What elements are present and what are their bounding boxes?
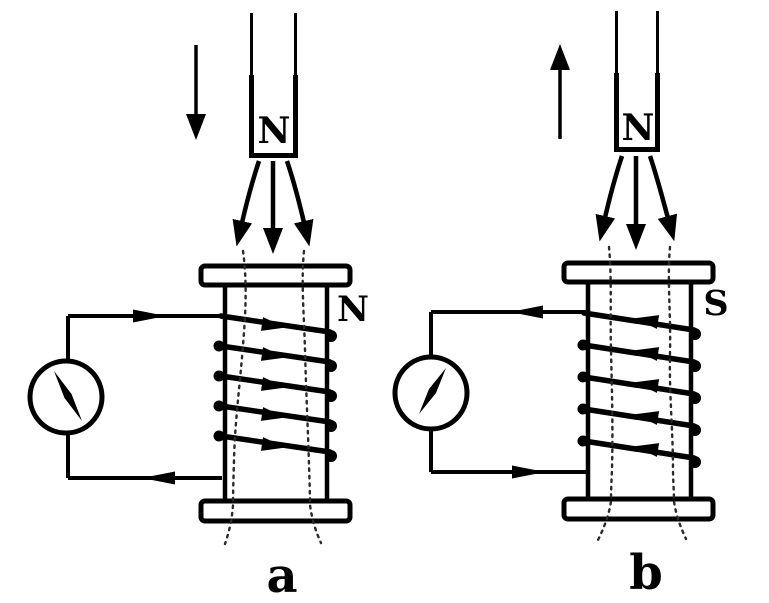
coil-a: N: [198, 263, 369, 524]
magnet-pole-label-b: N: [622, 107, 655, 149]
current-arrow-left-icon: [142, 471, 175, 485]
pole-field-arrows-b: [595, 155, 678, 250]
field-arrow-left-icon: [232, 160, 262, 247]
coil-wire-wraps-a: [213, 330, 337, 462]
galvanometer-needle-b: [419, 368, 446, 414]
galvanometer-needle-a: [54, 371, 82, 421]
bar-magnet-a: N: [249, 13, 298, 158]
current-arrow-right-icon: [512, 465, 545, 479]
bar-magnet-b: N: [614, 11, 660, 152]
field-arrow-right-icon: [284, 160, 314, 247]
diagram-b: S N b: [392, 11, 729, 601]
pole-field-arrows-a: [232, 160, 314, 254]
flux-lines-a: [223, 249, 323, 546]
coil-b: S: [561, 260, 729, 522]
magnet-pole-label-a: N: [258, 110, 291, 152]
caption-b: b: [629, 545, 663, 601]
galvanometer-a: [27, 316, 105, 478]
circuit-wires-b: [431, 305, 588, 479]
coil-turns-b: [581, 310, 697, 461]
flux-lines-b: [595, 245, 688, 544]
coil-pole-label-b: S: [703, 283, 728, 324]
coil-bottom-flange-b: [561, 496, 716, 522]
diagram-a: N N a: [27, 13, 369, 603]
coil-turn-current-arrows-a: [260, 317, 286, 451]
current-arrow-left-icon: [510, 305, 543, 319]
coil-wire-wraps-b: [577, 328, 701, 468]
field-arrow-right-icon: [647, 155, 678, 242]
coil-top-flange-b: [561, 260, 716, 285]
coil-bottom-flange-a: [198, 498, 353, 524]
field-arrow-left-icon: [595, 155, 625, 242]
circuit-wires-a: [68, 309, 222, 485]
current-arrow-right-icon: [133, 309, 166, 323]
coil-pole-label-a: N: [337, 289, 369, 330]
caption-a: a: [266, 548, 297, 603]
coil-top-flange-a: [198, 263, 353, 288]
coil-turn-current-arrows-b: [634, 315, 660, 457]
galvanometer-b: [392, 312, 470, 472]
